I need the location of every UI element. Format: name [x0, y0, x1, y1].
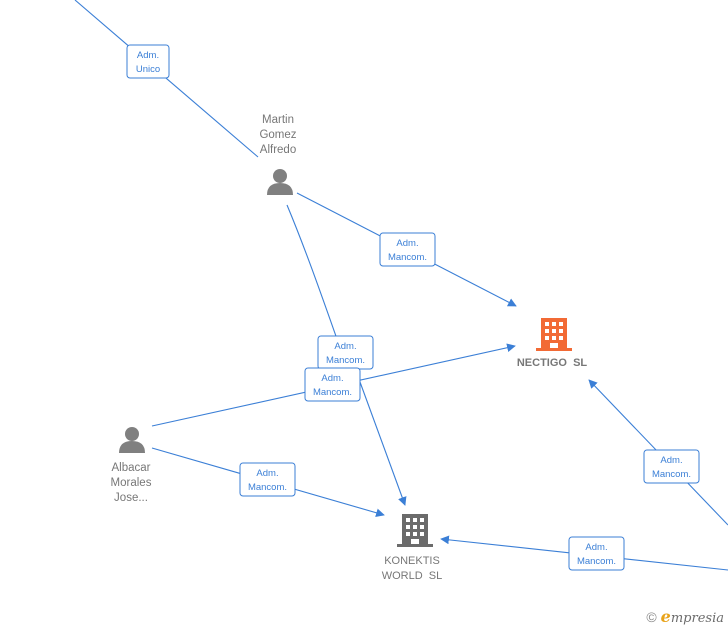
- node-label-line1: Martin: [262, 114, 294, 126]
- edge-label-line2: Mancom.: [313, 387, 352, 398]
- edge-line-martin-konektis-lower: [359, 381, 407, 506]
- node-albacar-morales-jose[interactable]: Albacar Morales Jose...: [111, 427, 152, 504]
- brand-logo-initial: e: [660, 607, 671, 626]
- node-konektis-world-sl[interactable]: KONEKTIS WORLD SL: [382, 514, 443, 582]
- edge-label-line1: Adm.: [321, 373, 343, 384]
- edge-label-line1: Adm.: [256, 468, 278, 479]
- footer-watermark: ©empresia: [646, 607, 724, 626]
- edge-label-line2: Mancom.: [326, 355, 365, 366]
- building-icon: [536, 318, 572, 351]
- node-martin-gomez-alfredo[interactable]: Martin Gomez Alfredo: [259, 114, 297, 195]
- node-label-line3: Jose...: [114, 492, 148, 504]
- brand-logo-text: mpresia: [670, 611, 724, 626]
- edge-label-line2: Mancom.: [248, 482, 287, 493]
- person-icon: [119, 427, 145, 453]
- edge-label-line2: Unico: [136, 64, 160, 75]
- edge-line-unico: [74, 0, 259, 158]
- node-label-line2: Morales: [111, 477, 152, 489]
- building-icon: [397, 514, 433, 547]
- edge-label-line1: Adm.: [137, 50, 159, 61]
- node-label-line2: Gomez: [259, 129, 296, 141]
- copyright-icon: ©: [646, 609, 657, 625]
- edge-label-line1: Adm.: [660, 455, 682, 466]
- edge-label-line1: Adm.: [396, 238, 418, 249]
- node-label-line3: Alfredo: [260, 144, 296, 156]
- node-label-line1: KONEKTIS: [384, 555, 440, 567]
- person-icon: [267, 169, 293, 195]
- edge-label-adm-mancom-offscreen-nectigo[interactable]: Adm. Mancom.: [643, 449, 700, 484]
- edge-label-adm-unico[interactable]: Adm. Unico: [126, 44, 170, 79]
- edge-label-adm-mancom-albacar-konektis[interactable]: Adm. Mancom.: [239, 462, 296, 497]
- edge-label-line2: Mancom.: [388, 252, 427, 263]
- node-label-line2: WORLD SL: [382, 570, 443, 582]
- edge-label-line2: Mancom.: [652, 469, 691, 480]
- edge-label-line1: Adm.: [334, 341, 356, 352]
- node-label-line1: Albacar: [112, 462, 151, 474]
- edge-label-adm-mancom-offscreen-konektis[interactable]: Adm. Mancom.: [568, 536, 625, 571]
- edge-label-adm-mancom-martin-konektis[interactable]: Adm. Mancom.: [317, 335, 374, 370]
- edge-label-line2: Mancom.: [577, 556, 616, 567]
- node-label: NECTIGO SL: [517, 357, 588, 369]
- node-nectigo-sl[interactable]: NECTIGO SL: [517, 318, 588, 369]
- edge-label-adm-mancom-martin-nectigo[interactable]: Adm. Mancom.: [379, 232, 436, 267]
- edge-label-line1: Adm.: [585, 542, 607, 553]
- edge-label-adm-mancom-albacar-nectigo[interactable]: Adm. Mancom.: [304, 367, 361, 402]
